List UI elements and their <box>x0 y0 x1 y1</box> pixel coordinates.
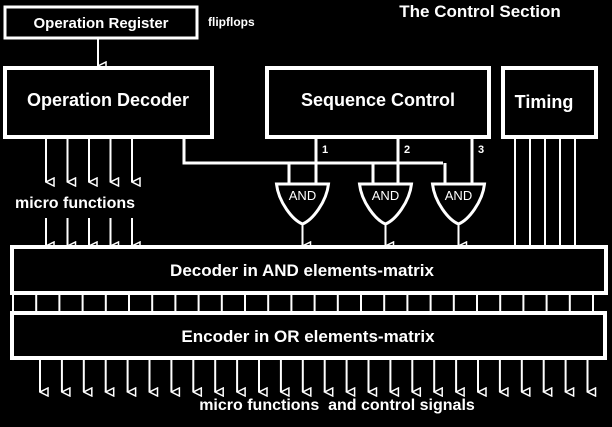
output-signal-arrows <box>39 358 588 392</box>
and-gate-body <box>357 182 414 226</box>
timing-label: Timing <box>515 92 574 112</box>
and-gate: AND <box>274 163 331 246</box>
and-gate-body <box>430 182 487 226</box>
decoder-micro-function-arrows <box>45 138 132 182</box>
diagram-title: The Control Section <box>399 2 561 21</box>
micro-function-input-arrows <box>45 218 132 246</box>
operation-register-label: Operation Register <box>33 15 168 32</box>
matrix-connectors <box>12 293 594 313</box>
and-gate-body <box>274 182 331 226</box>
and-gate-label: AND <box>289 188 316 203</box>
sequence-control-block: Sequence Control <box>265 66 491 139</box>
sequence-control-label: Sequence Control <box>301 90 455 110</box>
outputs-label: micro functions and control signals <box>199 397 475 414</box>
sequence-output-number: 1 <box>322 144 328 156</box>
decoder-matrix-label: Decoder in AND elements-matrix <box>170 261 434 280</box>
and-gate-label: AND <box>372 188 399 203</box>
and-gate: AND <box>430 163 487 246</box>
decoder-and-matrix-block: Decoder in AND elements-matrix <box>10 245 608 295</box>
sequence-output-lines: 1 2 3 <box>314 137 484 184</box>
micro-functions-label: micro functions <box>15 195 135 212</box>
decoder-to-gates-bus <box>182 137 443 165</box>
sequence-output-number: 3 <box>478 144 484 156</box>
encoder-matrix-label: Encoder in OR elements-matrix <box>181 327 435 346</box>
timing-block: Timing <box>501 66 598 139</box>
operation-decoder-label: Operation Decoder <box>27 90 189 110</box>
and-gate-label: AND <box>445 188 472 203</box>
and-gates: AND AND AND <box>274 163 487 246</box>
operation-register-block: Operation Register <box>3 5 199 40</box>
encoder-or-matrix-block: Encoder in OR elements-matrix <box>10 311 607 360</box>
timing-lines <box>514 137 576 247</box>
sequence-output-number: 2 <box>404 144 410 156</box>
and-gate: AND <box>357 163 414 246</box>
operation-decoder-block: Operation Decoder <box>3 66 214 139</box>
flipflops-note: flipflops <box>208 15 255 29</box>
